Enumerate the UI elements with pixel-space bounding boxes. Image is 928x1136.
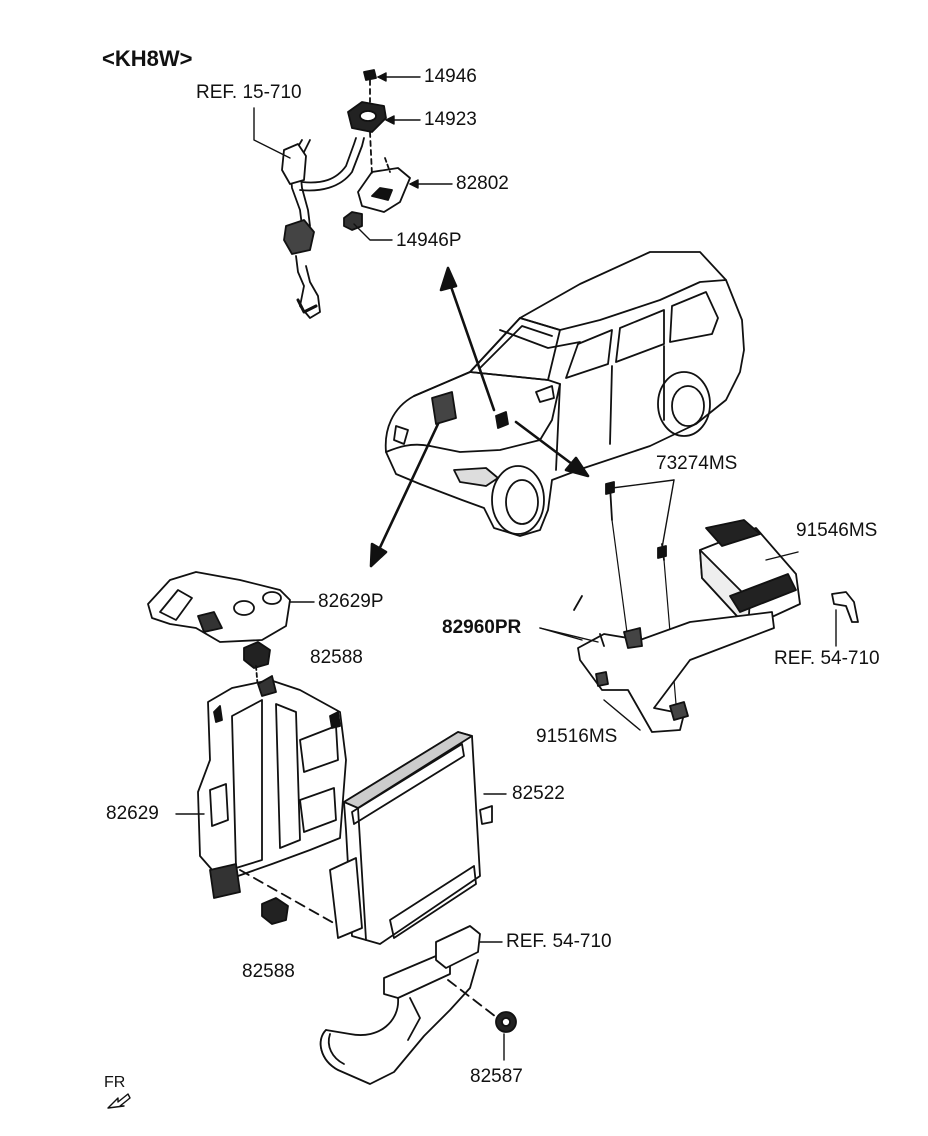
callout-91516ms: 91516MS [536,726,618,747]
callout-ref-54-710-module: REF. 54-710 [774,648,880,669]
callout-73274ms: 73274MS [656,453,738,474]
control-module-assembly [573,481,859,733]
callout-ref-54-710-harness: REF. 54-710 [506,931,612,952]
front-direction-icon [107,1093,131,1109]
callout-14946p: 14946P [396,230,462,251]
callout-14946: 14946 [424,66,477,87]
leader-lines [175,72,837,1061]
diagram-title: <KH8W> [102,46,193,71]
locator-arrows [369,266,590,568]
callout-82588-lower: 82588 [242,961,295,982]
vehicle-outline [384,251,745,537]
ecu-bracket-assembly [147,571,517,1085]
callout-82802: 82802 [456,173,509,194]
callout-14923: 14923 [424,109,477,130]
sensor-harness-assembly [281,69,411,319]
callout-82960pr: 82960PR [442,617,522,638]
callout-82588-upper: 82588 [310,647,363,668]
callout-82587: 82587 [470,1066,523,1087]
callout-91546ms: 91546MS [796,520,878,541]
callout-ref-15-710: REF. 15-710 [196,82,302,103]
callout-82629: 82629 [106,803,159,824]
front-direction-label: FR [104,1074,126,1091]
callout-82522: 82522 [512,783,565,804]
callout-82629p: 82629P [318,591,384,612]
